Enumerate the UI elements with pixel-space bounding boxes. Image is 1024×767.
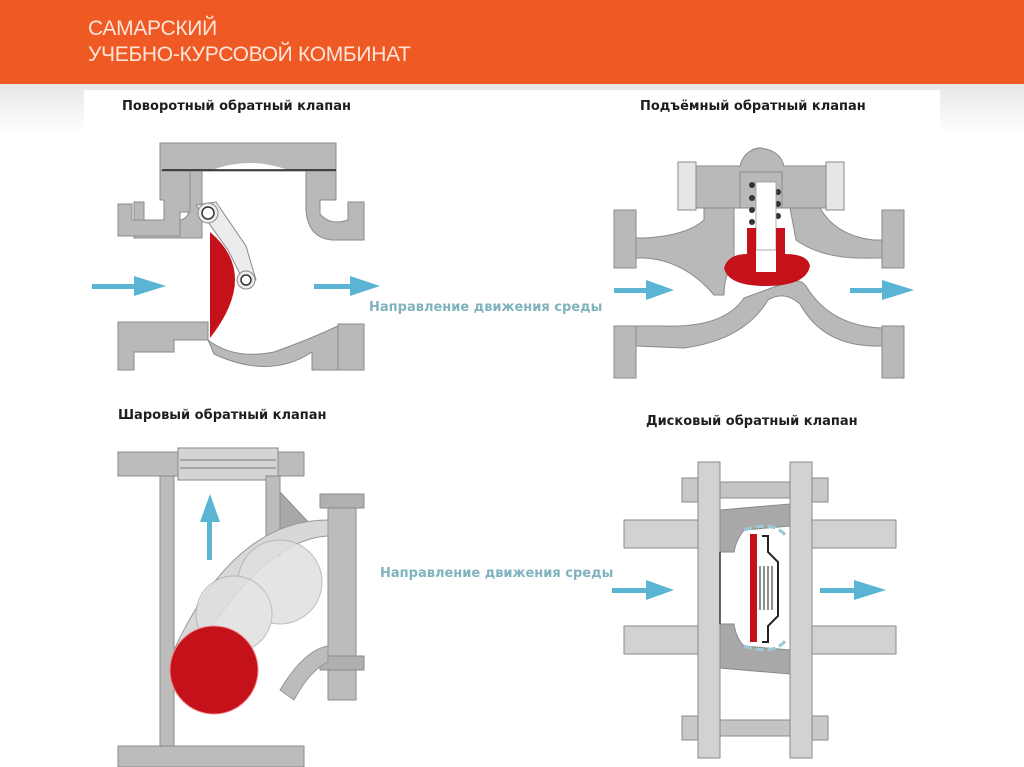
flow-arrow-icon [314, 276, 380, 296]
lift-valve-seat-curve [635, 280, 883, 349]
flow-arrow-up-icon [200, 494, 220, 560]
lift-valve-right-flange-bottom [881, 325, 905, 379]
disc-valve-spring [759, 566, 773, 610]
disc-valve-right-pipe-top [805, 519, 897, 549]
lift-valve-right-flange-top [881, 209, 905, 269]
ball-valve-side-cover [327, 499, 357, 701]
lift-valve-spring [749, 182, 781, 225]
lift-valve-bonnet [677, 147, 845, 209]
flow-arrow-icon [614, 280, 674, 300]
nut-icon [681, 715, 699, 741]
disc-valve-left-pipe-bottom [623, 625, 717, 655]
title-line-2: УЧЕБНО-КУРСОВОЙ КОМБИНАТ [88, 43, 411, 66]
flow-arrow-icon [850, 280, 914, 300]
flow-arrow-icon [612, 580, 674, 600]
swing-valve-title: Поворотный обратный клапан [122, 99, 351, 114]
ball-valve-right-wall [265, 475, 281, 557]
swing-valve-right-lower [337, 323, 365, 371]
ball-valve-bottom-flange [117, 745, 305, 767]
nut-icon [681, 477, 699, 503]
bolt-icon [719, 719, 791, 737]
disc-valve-body-bottom [719, 623, 791, 675]
ball-valve-top-seat [177, 447, 279, 481]
swing-valve-body [117, 142, 365, 371]
lift-valve-disc [724, 228, 810, 286]
nut-icon [811, 477, 829, 503]
ball-valve-ball [169, 625, 259, 715]
swing-valve-bottom-curve [206, 325, 339, 371]
lift-valve-right-body [789, 207, 889, 259]
lift-valve-left-body [629, 207, 735, 296]
swing-valve-left-lower [117, 321, 209, 371]
lift-valve-cover [723, 147, 783, 209]
lift-valve-left-flange-top [613, 209, 637, 269]
header-bar: САМАРСКИЙ УЧЕБНО-КУРСОВОЙ КОМБИНАТ [0, 0, 1024, 84]
disc-valve-title: Дисковый обратный клапан [646, 414, 858, 429]
bolt-icon [677, 161, 697, 211]
lift-valve-title: Подъёмный обратный клапан [640, 99, 866, 114]
bolt-icon [719, 481, 791, 499]
nut-icon [811, 715, 829, 741]
organization-title: САМАРСКИЙ УЧЕБНО-КУРСОВОЙ КОМБИНАТ [88, 16, 411, 68]
disc-valve-body-top [719, 503, 791, 553]
bolt-icon [319, 493, 365, 509]
disc-valve-left-pipe-top [623, 519, 717, 549]
bolt-icon [825, 161, 845, 211]
swing-valve-hinge-arm [195, 201, 257, 290]
flow-direction-label-bottom: Направление движения среды [380, 566, 614, 581]
ball-valve-top-flange [117, 451, 305, 477]
ball-valve-title: Шаровый обратный клапан [118, 408, 327, 423]
ball-valve-left-wall [159, 475, 175, 747]
disc-valve-left-flange [697, 461, 721, 759]
flow-arrow-icon [92, 276, 166, 296]
bolt-icon [319, 655, 365, 671]
swing-valve-left-upper [117, 170, 191, 237]
swing-valve-right-upper [305, 170, 365, 241]
swing-valve-cover [159, 142, 337, 172]
title-line-1: САМАРСКИЙ [88, 17, 217, 40]
disc-valve-right-pipe-bottom [805, 625, 897, 655]
flow-arrow-icon [820, 580, 886, 600]
disc-valve-right-flange [789, 461, 813, 759]
content-panel: Поворотный обратный клапан Подъёмный обр… [84, 90, 940, 767]
ball-ghost-positions [195, 539, 323, 653]
flow-direction-label-top: Направление движения среды [369, 300, 603, 315]
lift-valve-left-flange-bottom [613, 325, 637, 379]
swing-valve-flap [210, 232, 235, 338]
disc-valve-disc [750, 534, 757, 642]
